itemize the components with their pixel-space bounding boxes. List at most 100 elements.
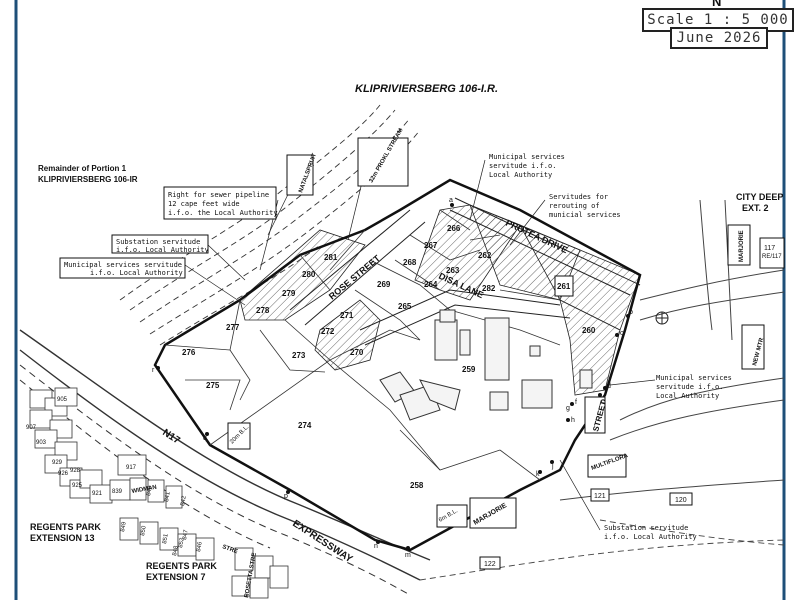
erf-274: 274 bbox=[298, 421, 312, 430]
point-f: f bbox=[575, 399, 577, 406]
lot-907: 907 bbox=[26, 425, 37, 431]
north-arrow-icon: N bbox=[712, 0, 721, 9]
point-n: n bbox=[374, 543, 378, 550]
sewer-note-2: 12 cape feet wide bbox=[168, 200, 240, 208]
date-box: June 2026 bbox=[670, 27, 768, 49]
rerouting-2: rerouting of bbox=[549, 202, 600, 210]
lot-839: 839 bbox=[112, 489, 123, 495]
annotation-boxes bbox=[59, 186, 277, 279]
road-marjorie-top: MARJORIE bbox=[739, 230, 745, 262]
municipal-right-2: servitude i.f.o. bbox=[656, 383, 723, 391]
erf-267: 267 bbox=[424, 241, 438, 250]
erf-279: 279 bbox=[282, 289, 296, 298]
point-m: m bbox=[405, 552, 411, 559]
site-boundary bbox=[153, 178, 642, 552]
point-c: c bbox=[620, 330, 624, 337]
municipal-left-1: Municipal services servitude bbox=[64, 261, 182, 269]
erf-261: 261 bbox=[557, 282, 571, 291]
right-dashed bbox=[419, 519, 785, 581]
point-letters: a b c d e f g h j k m n p q r bbox=[152, 197, 633, 559]
municipal-top-3: Local Authority bbox=[489, 171, 552, 179]
rre-label: RE/117 bbox=[762, 254, 782, 260]
rerouting-1: Servitudes for bbox=[549, 193, 608, 201]
road-strelitzia: STRE bbox=[221, 544, 238, 555]
farm-title: KLIPRIVIERSBERG 106-I.R. bbox=[355, 83, 498, 95]
erf-276: 276 bbox=[182, 348, 196, 357]
point-g: g bbox=[566, 405, 570, 412]
regents-7-line1: REGENTS PARK bbox=[146, 561, 217, 571]
municipal-right-1: Municipal services bbox=[656, 374, 732, 382]
erf-278: 278 bbox=[256, 306, 270, 315]
regents-7-line2: EXTENSION 7 bbox=[146, 572, 206, 582]
buildings bbox=[379, 309, 593, 421]
municipal-top-1: Municipal services bbox=[489, 153, 565, 161]
point-p: p bbox=[284, 493, 288, 500]
point-q: q bbox=[203, 435, 207, 442]
substation-bottom-2: i.f.o. Local Authority bbox=[604, 533, 697, 541]
outside-erf-numbers: 117 120 121 122 bbox=[479, 245, 775, 570]
point-k: k bbox=[536, 471, 540, 478]
lot-852: 852 bbox=[178, 537, 186, 549]
lot-928: 928 bbox=[70, 468, 81, 474]
lot-926: 926 bbox=[58, 471, 69, 477]
erf-numbers: 258 259 260 261 262 263 264 265 266 267 … bbox=[182, 224, 596, 490]
lot-849: 849 bbox=[120, 521, 128, 533]
erf-258: 258 bbox=[410, 481, 424, 490]
point-r: r bbox=[152, 367, 155, 374]
substation-top-2: i.f.o. Local Authority bbox=[116, 246, 209, 254]
erf-281: 281 bbox=[324, 253, 338, 262]
erf-266: 266 bbox=[447, 224, 461, 233]
point-j: j bbox=[551, 463, 554, 470]
trig-beacon-cross bbox=[656, 312, 668, 324]
lot-905: 905 bbox=[57, 397, 68, 403]
erf-122: 122 bbox=[484, 561, 496, 568]
substation-bottom-1: Substation servitude bbox=[604, 524, 688, 532]
erf-268: 268 bbox=[403, 258, 417, 267]
erf-273: 273 bbox=[292, 351, 306, 360]
point-h: h bbox=[571, 417, 575, 424]
point-a: a bbox=[449, 197, 453, 204]
erf-277: 277 bbox=[226, 323, 240, 332]
road-expressway: EXPRESSWAY bbox=[290, 518, 354, 565]
regents-13-line2: EXTENSION 13 bbox=[30, 533, 95, 543]
point-b: b bbox=[629, 309, 633, 316]
lot-846: 846 bbox=[196, 541, 204, 553]
lot-921: 921 bbox=[92, 491, 103, 497]
remainder-label-2: KLIPRIVIERSBERG 106-IR bbox=[38, 175, 138, 184]
erf-259: 259 bbox=[462, 365, 476, 374]
remainder-label-1: Remainder of Portion 1 bbox=[38, 164, 127, 173]
sewer-note-3: i.f.o. the Local Authority bbox=[168, 209, 278, 217]
lot-841: 841 bbox=[164, 491, 172, 503]
lot-840: 840 bbox=[146, 485, 154, 497]
regents-lot-numbers: 905 907 903 929 926 925 928 921 917 839 … bbox=[26, 397, 204, 556]
regents-park-blocks bbox=[29, 387, 289, 599]
point-e: e bbox=[601, 398, 605, 405]
erf-265: 265 bbox=[398, 302, 412, 311]
erf-272: 272 bbox=[321, 327, 335, 336]
lot-903: 903 bbox=[36, 440, 47, 446]
lot-851: 851 bbox=[162, 533, 170, 545]
road-n17: N17 bbox=[160, 427, 182, 446]
erf-269: 269 bbox=[377, 280, 391, 289]
erf-260: 260 bbox=[582, 326, 596, 335]
erf-263: 263 bbox=[446, 266, 460, 275]
right-roads bbox=[559, 199, 785, 501]
erf-271: 271 bbox=[340, 311, 354, 320]
erf-117: 117 bbox=[764, 245, 775, 252]
survey-points bbox=[156, 203, 630, 550]
rerouting-3: municial services bbox=[549, 211, 621, 219]
erf-121: 121 bbox=[594, 493, 606, 500]
road-widman: WIDMAN bbox=[131, 485, 157, 495]
erf-275: 275 bbox=[206, 381, 220, 390]
hatched-erven bbox=[239, 204, 641, 396]
erf-270: 270 bbox=[350, 348, 364, 357]
lot-917: 917 bbox=[126, 465, 137, 471]
lot-850: 850 bbox=[140, 525, 148, 537]
regents-13-line1: REGENTS PARK bbox=[30, 522, 101, 532]
lot-929: 929 bbox=[52, 460, 63, 466]
municipal-left-2: i.f.o. Local Authority bbox=[90, 269, 183, 277]
erf-280: 280 bbox=[302, 270, 316, 279]
substation-top-1: Substation servitude bbox=[116, 238, 200, 246]
erf-262: 262 bbox=[478, 251, 492, 260]
road-label-boxes bbox=[227, 137, 785, 529]
